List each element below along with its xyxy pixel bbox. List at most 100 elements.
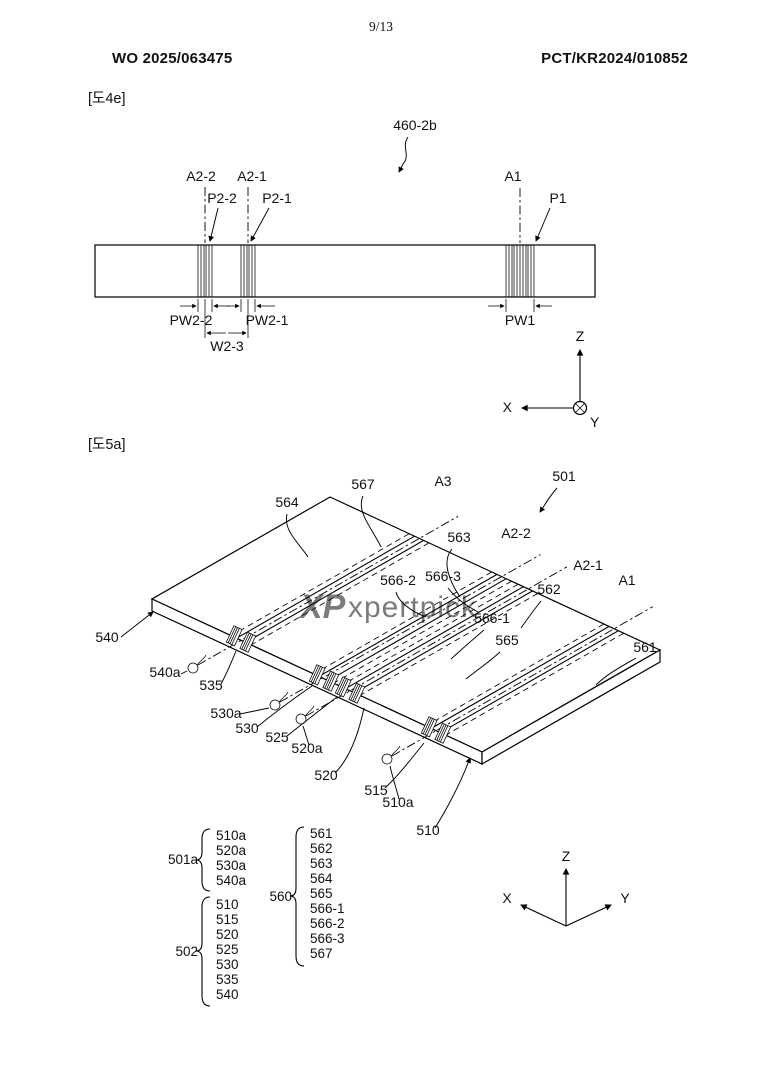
label-a2-2-fig5a: A2-2: [501, 525, 531, 541]
figure-5a: [도5a]: [88, 437, 662, 927]
x-axis-arrow-5a: [520, 904, 567, 927]
leader-567: [360, 495, 382, 548]
label-561: 561: [633, 639, 657, 655]
legend-item: 566-1: [310, 901, 345, 916]
label-501: 501: [552, 468, 576, 484]
label-w2-3: W2-3: [210, 338, 244, 354]
page-header: 9/13 WO 2025/063475 PCT/KR2024/010852: [112, 19, 688, 67]
legend-item: 535: [216, 972, 239, 987]
legend-item: 567: [310, 946, 333, 961]
leader-561: [595, 657, 637, 686]
fig5a-labels: 564 567 A3 501 563 A2-2 566-2 566-3 A2-1…: [95, 468, 657, 838]
label-566-3: 566-3: [425, 568, 461, 584]
leader-562: [520, 600, 542, 629]
fig5a-axes: Z X Y: [502, 848, 630, 927]
leader-525: [286, 696, 338, 737]
legend-item: 520: [216, 927, 239, 942]
label-566-1: 566-1: [474, 610, 510, 626]
leader-540: [120, 611, 154, 638]
legend-item: 510a: [216, 828, 247, 843]
leader-566-3: [447, 587, 479, 613]
fig4e-caption: [도4e]: [88, 91, 126, 107]
application-number: PCT/KR2024/010852: [541, 50, 688, 67]
legend-item: 525: [216, 942, 239, 957]
label-525: 525: [265, 729, 289, 745]
label-p1: P1: [549, 190, 566, 206]
watermark-text: xpertpick: [348, 591, 477, 624]
hatch-group-a1: [505, 245, 535, 297]
label-530: 530: [235, 720, 259, 736]
leader-563: [446, 548, 461, 598]
p1-arrow: [535, 207, 551, 242]
label-565: 565: [495, 632, 519, 648]
p2-1-arrow: [250, 207, 270, 242]
legend-item: 564: [310, 871, 333, 886]
label-515: 515: [364, 782, 388, 798]
label-pw1: PW1: [505, 312, 536, 328]
watermark-logo: XP: [298, 588, 346, 626]
legend-item: 510: [216, 897, 239, 912]
leader-530a: [239, 707, 270, 715]
leader-510: [434, 757, 471, 829]
fig4e-dimension-arrows: [180, 303, 552, 336]
legend-item: 530a: [216, 858, 247, 873]
label-535: 535: [199, 677, 223, 693]
legend-item: 562: [310, 841, 333, 856]
publication-number: WO 2025/063475: [112, 50, 232, 67]
hatch-group-a2-2: [197, 245, 213, 297]
label-540a: 540a: [149, 664, 180, 680]
legend-item: 530: [216, 957, 239, 972]
axis-a2-2-line: [279, 554, 541, 703]
label-567: 567: [351, 476, 375, 492]
leader-510a: [389, 765, 400, 800]
label-510a: 510a: [382, 794, 413, 810]
axis-x-label-5a: X: [502, 890, 512, 906]
label-p2-2: P2-2: [207, 190, 237, 206]
legend-brace-502: [195, 896, 211, 1007]
label-pw2-2: PW2-2: [170, 312, 213, 328]
legend-item: 515: [216, 912, 239, 927]
fold-strip-hidden-lines: [230, 533, 624, 736]
leader-520: [334, 707, 365, 774]
label-a3: A3: [434, 473, 451, 489]
label-a1-fig5a: A1: [618, 572, 635, 588]
leader-501: [539, 487, 558, 513]
watermark: XP xpertpick: [298, 588, 477, 626]
legend-item: 540a: [216, 873, 247, 888]
label-540: 540: [95, 629, 119, 645]
legend-item: 566-2: [310, 916, 345, 931]
legend-item: 540: [216, 987, 239, 1002]
leader-565: [465, 651, 501, 680]
axis-x-label: X: [503, 399, 513, 415]
leader-566-1: [450, 629, 485, 660]
label-510: 510: [416, 822, 440, 838]
legend-group-560-label: 560: [269, 889, 292, 904]
leader-515: [384, 742, 425, 789]
p2-2-arrow: [208, 207, 219, 242]
fig5a-caption: [도5a]: [88, 437, 126, 453]
label-562: 562: [537, 581, 561, 597]
label-a2-1-fig5a: A2-1: [573, 557, 603, 573]
reference-legend: 501a 510a 520a 530a 540a 502 510 515 520…: [168, 826, 345, 1007]
label-a1: A1: [504, 168, 521, 184]
leader-520a: [302, 725, 310, 746]
axis-a3-line: [197, 515, 459, 666]
label-520: 520: [314, 767, 338, 783]
fig4e-axes: Z X Y: [503, 328, 600, 430]
fold-strip-edges: [236, 535, 619, 734]
leader-540a: [180, 670, 188, 675]
panel-right-side-face: [481, 648, 661, 766]
label-563: 563: [447, 529, 471, 545]
axis-z-label: Z: [576, 328, 585, 344]
label-a2-2: A2-2: [186, 168, 216, 184]
label-520a: 520a: [291, 740, 322, 756]
axis-y-label-5a: Y: [620, 890, 630, 906]
label-564: 564: [275, 494, 299, 510]
axis-z-label-5a: Z: [562, 848, 571, 864]
legend-brace-501a: [195, 828, 211, 892]
axis-a2-1-line: [305, 566, 568, 717]
fig4e-extension-lines: [197, 299, 535, 338]
legend-item: 520a: [216, 843, 247, 858]
axis-end-circles: [187, 654, 401, 765]
